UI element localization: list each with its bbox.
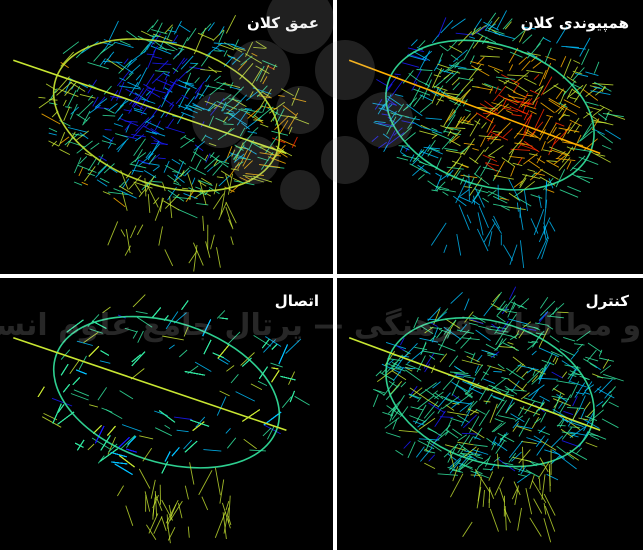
street-network-map	[13, 294, 310, 544]
main-axis	[348, 59, 601, 155]
map-panel-global-depth: عمق کلان	[0, 0, 333, 274]
street-segments	[13, 14, 310, 272]
panel-title-control: کنترل	[585, 292, 629, 310]
panel-title-connectivity: اتصال	[274, 292, 319, 310]
street-network-map	[13, 14, 310, 272]
main-axis	[13, 59, 287, 155]
street-segments	[348, 10, 626, 269]
panel-title-global-depth: عمق کلان	[247, 14, 319, 32]
street-segments	[13, 294, 310, 544]
street-network-map	[348, 10, 626, 269]
street-segments	[348, 286, 624, 543]
map-panel-control: کنترل	[337, 278, 643, 550]
panel-title-global-integration: همپیوندی کلان	[520, 14, 629, 32]
map-panel-connectivity: اتصال	[0, 278, 333, 550]
ring-road	[385, 317, 595, 468]
ring-road	[52, 315, 281, 469]
map-panel-global-integration: همپیوندی کلان	[337, 0, 643, 274]
main-axis	[13, 337, 287, 432]
street-network-map	[348, 286, 624, 543]
ring-road	[385, 39, 595, 191]
main-axis	[348, 337, 601, 432]
